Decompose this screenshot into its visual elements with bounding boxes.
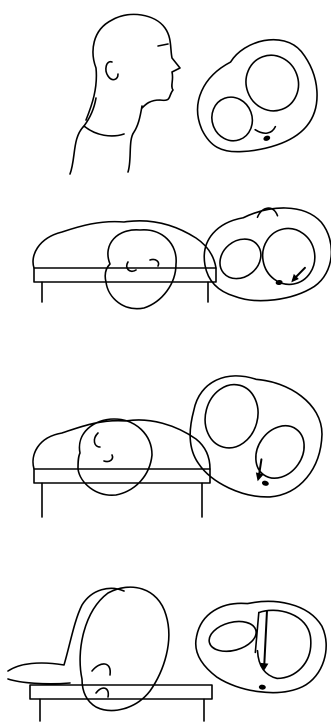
ear-icon xyxy=(106,62,118,80)
step-4-drawing xyxy=(0,575,331,723)
labyrinth-diagram xyxy=(197,198,331,310)
step-2-drawing xyxy=(0,198,331,318)
head-profile xyxy=(70,14,180,174)
patient-head xyxy=(105,230,176,309)
patient-body xyxy=(33,420,210,469)
labyrinth-diagram xyxy=(180,28,331,167)
eye-icon xyxy=(158,44,168,46)
patient-head xyxy=(80,587,169,710)
examination-table xyxy=(34,268,216,302)
step-head-down-prone xyxy=(0,575,331,723)
otoconia-icon xyxy=(263,135,271,142)
step-1-drawing xyxy=(0,0,331,180)
step-supine-right xyxy=(0,198,331,318)
step-supine-left xyxy=(0,375,331,530)
otoconia-icon xyxy=(259,684,266,690)
examination-table xyxy=(30,685,212,721)
step-3-drawing xyxy=(0,375,331,530)
downward-arrow-icon xyxy=(262,611,269,665)
otoconia-icon xyxy=(261,480,269,487)
labyrinth-diagram xyxy=(192,595,330,697)
step-head-upright xyxy=(0,0,331,180)
patient-body xyxy=(8,588,124,683)
labyrinth-diagram xyxy=(176,364,331,509)
patient-body xyxy=(33,221,216,268)
